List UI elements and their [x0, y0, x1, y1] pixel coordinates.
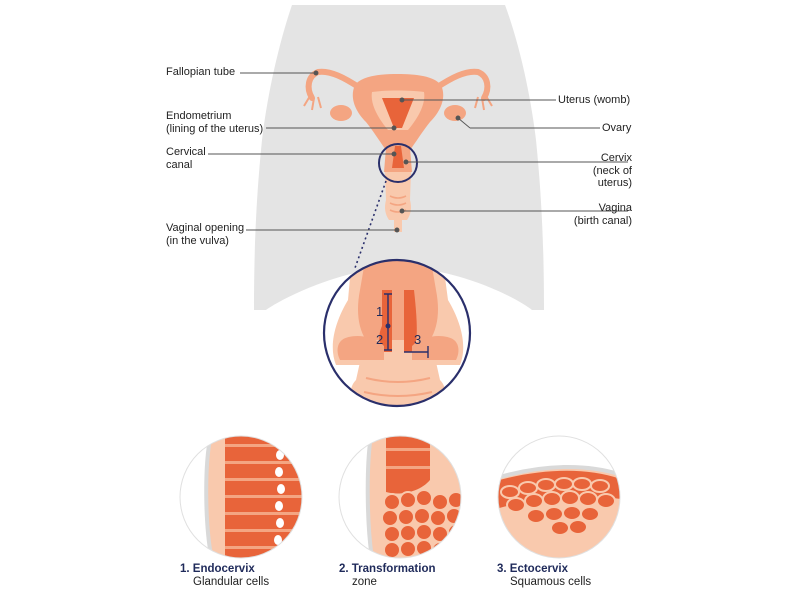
zoom-number-3: 3	[414, 332, 422, 347]
caption-subtitle: Squamous cells	[510, 576, 592, 588]
ovary-left	[330, 105, 352, 121]
label-vagina: Vagina (birth canal)	[573, 202, 632, 227]
caption-title: 3. Ectocervix	[497, 563, 568, 575]
cell-circle-3-outline	[497, 435, 621, 559]
vagina	[385, 172, 411, 220]
label-ovary: Ovary	[602, 122, 632, 134]
label-uterus: Uterus (womb)	[558, 94, 631, 106]
vaginal-opening	[394, 220, 402, 232]
label-cervical-canal: Cervical canal	[166, 146, 206, 171]
fallopian-tube-right	[433, 68, 491, 101]
cell-circle-1-outline	[179, 435, 303, 559]
caption-ectocervix: 3. Ectocervix Squamous cells	[497, 563, 591, 589]
uterine-cavity	[382, 98, 414, 128]
zoom-circle-outline	[322, 258, 472, 408]
zoom-number-2: 2	[376, 332, 384, 347]
label-fallopian-tube: Fallopian tube	[166, 66, 236, 78]
caption-title: 1. Endocervix	[180, 563, 255, 575]
label-cervix: Cervix (neck of uterus)	[592, 152, 632, 189]
cervix-highlight-circle	[378, 143, 418, 183]
fimbriae-left	[303, 95, 322, 111]
caption-title: 2. Transformation	[339, 563, 436, 575]
caption-subtitle: Glandular cells	[193, 576, 270, 588]
cervical-canal	[392, 146, 404, 168]
cell-circle-endocervix	[180, 436, 302, 558]
caption-endocervix: 1. Endocervix Glandular cells	[180, 563, 269, 589]
cell-circle-2-outline	[338, 435, 462, 559]
zoom-number-1: 1	[376, 304, 384, 319]
leader-lines	[208, 70, 628, 233]
zoom-view	[324, 260, 470, 406]
label-endometrium: Endometrium (lining of the uterus)	[166, 110, 264, 135]
cell-circle-ectocervix	[498, 436, 620, 558]
label-vaginal-opening: Vaginal opening (in the vulva)	[166, 222, 245, 247]
caption-transformation-zone: 2. Transformation zone	[339, 563, 436, 589]
zoom-connector	[354, 180, 387, 269]
cell-circle-transformation-zone	[339, 436, 461, 558]
ovary-right	[444, 105, 466, 121]
caption-subtitle: zone	[352, 576, 377, 588]
